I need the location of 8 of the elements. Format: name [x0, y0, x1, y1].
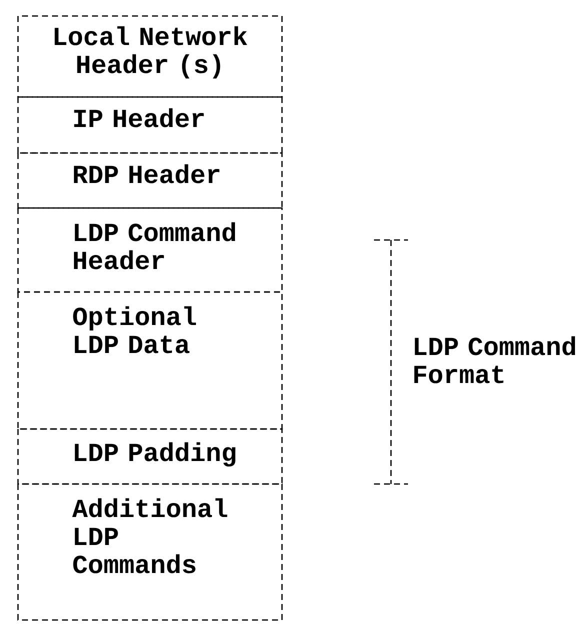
- header-field-box: LDP Padding: [17, 428, 283, 485]
- header-field-box: Optional LDP Data: [17, 291, 283, 430]
- header-field-box: LDP Command Header: [17, 207, 283, 293]
- header-field-box: Additional LDP Commands: [17, 483, 283, 621]
- header-field-box: IP Header: [17, 96, 283, 154]
- bracket-label: LDP Command Format: [414, 336, 576, 384]
- header-field-box: RDP Header: [17, 152, 283, 209]
- header-field-box: Local Network Header (s): [17, 15, 283, 98]
